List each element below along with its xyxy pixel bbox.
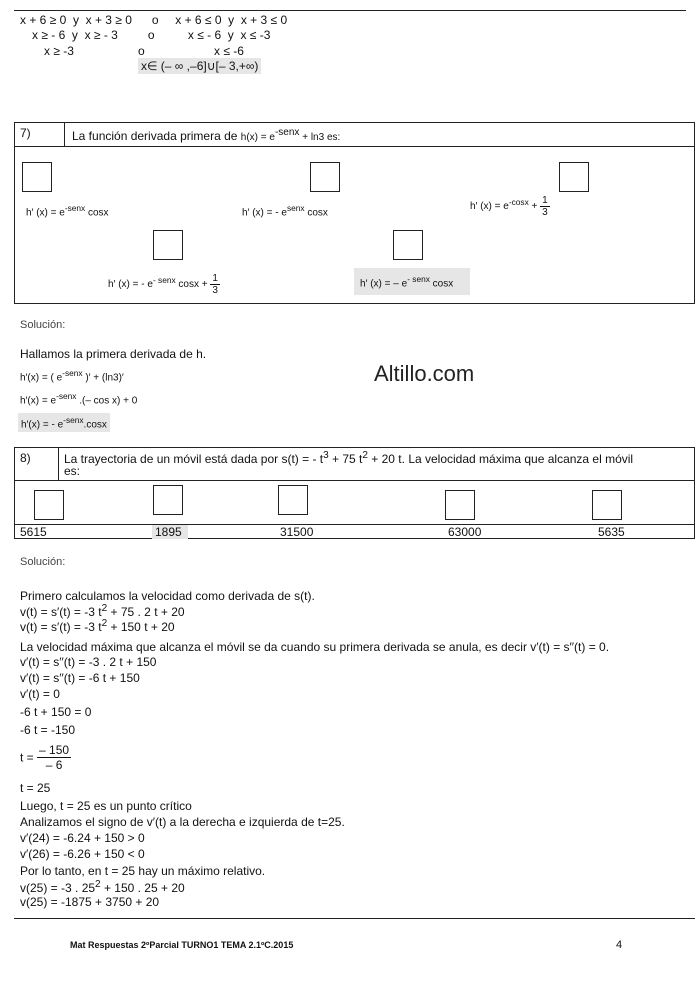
top-line-3c: x ≤ -6 [214,44,244,58]
footer-rule [14,918,695,919]
sol8-line-16: Por lo tanto, en t = 25 hay un máximo re… [20,864,266,878]
q8-frame [14,447,695,539]
sol8-line-2: v(t) = s′(t) = -3 t2 + 75 . 2 t + 20 [20,603,185,619]
q8-option-2-correct: 1895 [152,525,188,539]
sol8-line-14: v′(24) = -6.24 + 150 > 0 [20,831,145,845]
sol8-line-11: t = 25 [20,781,51,795]
sol8-line-4: La velocidad máxima que alcanza el móvil… [20,640,610,654]
q8-option-1-checkbox[interactable] [34,490,64,520]
footer-title: Mat Respuestas 2ºParcial TURNO1 TEMA 2.1… [70,940,294,950]
q7-number: 7) [20,126,31,140]
q8-header-rule [14,480,695,481]
sol8-label: Solución: [20,556,66,568]
sol8-line-5: v′(t) = s′′(t) = -3 . 2 t + 150 [20,655,157,669]
q8-option-3: 31500 [280,525,314,539]
sol8-line-17: v(25) = -3 . 252 + 150 . 25 + 20 [20,879,185,895]
sol7-step-2: h′(x) = e-senx .(– cos x) + 0 [20,391,138,407]
q7-option-5-checkbox[interactable] [393,230,423,260]
sol7-step-1: h′(x) = ( e-senx )′ + (ln3)′ [20,368,124,384]
q8-option-5-checkbox[interactable] [592,490,622,520]
sol8-line-3: v(t) = s′(t) = -3 t2 + 150 t + 20 [20,618,175,634]
sol7-result: h′(x) = - e-senx.cosx [18,413,110,433]
top-line-2: x ≥ - 6 y x ≥ - 3 o x ≤ - 6 y x ≤ -3 [32,28,271,42]
watermark: Altillo.com [374,361,475,386]
sol8-line-8: -6 t + 150 = 0 [20,705,92,719]
q8-options-rule [14,524,695,525]
top-line-3a: x ≥ -3 [44,44,74,58]
sol8-fraction: – 150– 6 [37,743,72,772]
q7-frame [14,122,695,304]
q7-option-3-checkbox[interactable] [559,162,589,192]
page-number: 4 [616,939,623,951]
sol8-line-7: v′(t) = 0 [20,687,60,701]
top-line-3b: o [138,44,145,58]
top-result: x∈ (– ∞ ,–6]∪[– 3,+∞) [138,58,262,74]
q7-number-divider [64,122,65,146]
sol8-line-18: v(25) = -1875 + 3750 + 20 [20,895,160,909]
q7-option-2: h′ (x) = - esenx cosx [242,203,328,219]
sol8-line-1: Primero calculamos la velocidad como der… [20,589,315,603]
q8-statement: La trayectoria de un móvil está dada por… [64,450,634,466]
top-rule [14,10,686,11]
q8-option-4: 63000 [448,525,482,539]
sol7-intro: Hallamos la primera derivada de h. [20,347,207,361]
q8-number: 8) [20,451,31,465]
top-line-1: x + 6 ≥ 0 y x + 3 ≥ 0 o x + 6 ≤ 0 y x + … [20,13,288,27]
q8-statement-line-2: es: [64,464,81,478]
q8-option-5: 5635 [598,525,625,539]
sol8-line-6: v′(t) = s′′(t) = -6 t + 150 [20,671,140,685]
sol8-line-9: -6 t = -150 [20,723,76,737]
sol8-line-10: t = – 150– 6 [20,743,72,772]
q7-statement: La función derivada primera de h(x) = e-… [72,127,341,143]
q8-option-1: 5615 [20,525,47,539]
q7-option-5-correct: h′ (x) = – e- senx cosx [354,268,470,296]
sol8-line-15: v′(26) = -6.26 + 150 < 0 [20,847,145,861]
q8-option-4-checkbox[interactable] [445,490,475,520]
q8-option-3-checkbox[interactable] [278,485,308,515]
q7-option-1-checkbox[interactable] [22,162,52,192]
sol8-line-12: Luego, t = 25 es un punto crítico [20,799,192,813]
q8-option-2-checkbox[interactable] [153,485,183,515]
sol7-label: Solución: [20,319,66,331]
q7-option-2-checkbox[interactable] [310,162,340,192]
q7-header-rule [14,146,695,147]
q7-option-1: h′ (x) = e-senx cosx [26,203,109,219]
q7-option-4-checkbox[interactable] [153,230,183,260]
sol8-line-13: Analizamos el signo de v′(t) a la derech… [20,815,345,829]
q8-number-divider [58,447,59,480]
